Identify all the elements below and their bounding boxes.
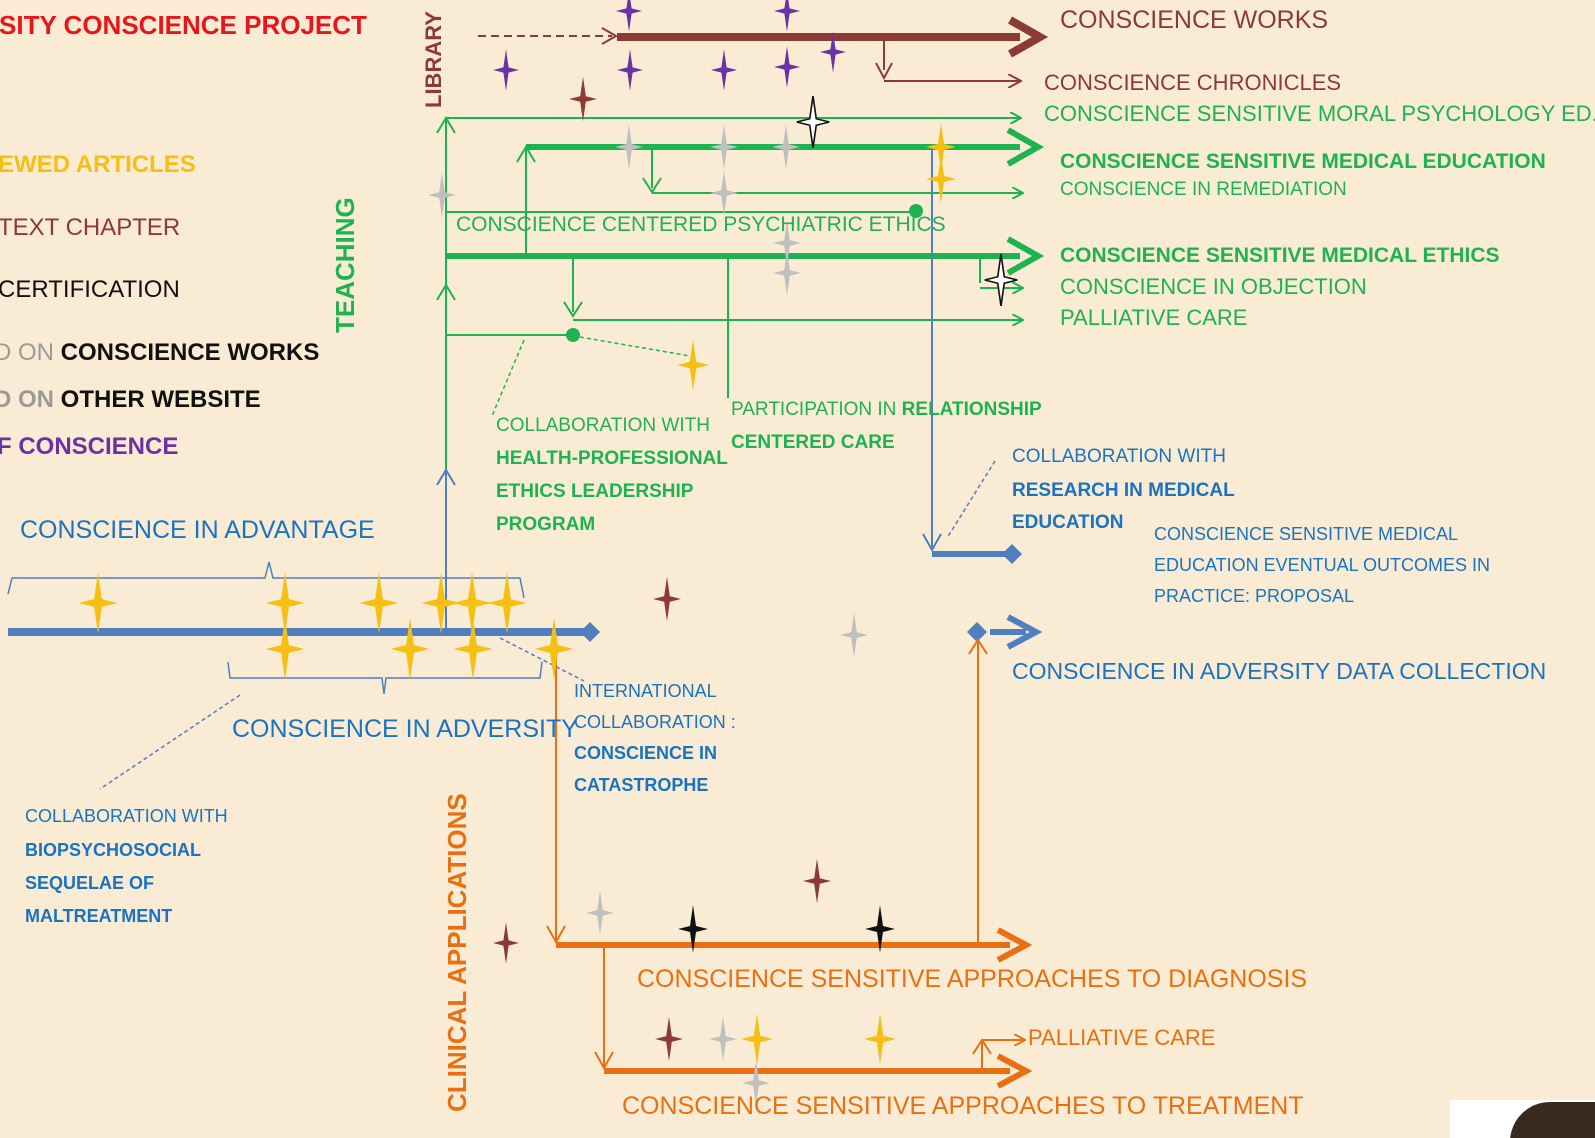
collab-hpel-line4: PROGRAM (496, 514, 596, 535)
clinical-palliative-care-label: PALLIATIVE CARE (1028, 1025, 1216, 1050)
legend-item-conscience-works-prefix: D ON (0, 339, 61, 366)
moral-psychology-label: CONSCIENCE SENSITIVE MORAL PSYCHOLOGY ED… (1044, 101, 1595, 126)
treatment-label: CONSCIENCE SENSITIVE APPROACHES TO TREAT… (622, 1092, 1304, 1120)
purple-stars (493, 0, 846, 91)
intl-line2: COLLABORATION : (574, 712, 736, 732)
corner-photo-fragment (1450, 1100, 1595, 1138)
gray-stars (428, 124, 868, 1106)
library-axis-label: LIBRARY (421, 11, 446, 108)
intl-line4: CATASTROPHE (574, 775, 709, 795)
teaching-palliative-care-label: PALLIATIVE CARE (1060, 305, 1248, 330)
data-collection-label: CONSCIENCE IN ADVERSITY DATA COLLECTION (1012, 658, 1547, 684)
legend-item-conscience-works-bold: CONSCIENCE WORKS (60, 339, 320, 366)
clinical-axis-label: CLINICAL APPLICATIONS (442, 793, 472, 1112)
collab-rme-line3: EDUCATION (1012, 512, 1124, 533)
rme-end-diamond (1002, 544, 1022, 564)
outcomes-line3: PRACTICE: PROPOSAL (1154, 586, 1355, 606)
legend-item-articles: EWED ARTICLES (0, 151, 196, 178)
outcomes-line2: EDUCATION EVENTUAL OUTCOMES IN (1154, 555, 1491, 575)
collab-bio-line3: SEQUELAE OF (25, 873, 155, 893)
outline-stars (795, 96, 1019, 306)
medical-ethics-label: CONSCIENCE SENSITIVE MEDICAL ETHICS (1060, 244, 1500, 267)
participation-line1-bold: RELATIONSHIP (901, 399, 1042, 420)
participation-line2: CENTERED CARE (731, 432, 895, 453)
clinical-lines (546, 638, 1033, 1089)
collab-bio-line2: BIOPSYCHOSOCIAL (25, 840, 202, 860)
collab-rme-line2: RESEARCH IN MEDICAL (1012, 480, 1235, 501)
collab-rme-line1: COLLABORATION WITH (1012, 446, 1226, 467)
legend-item-conscience: F CONSCIENCE (0, 435, 178, 459)
legend-item-other-website-bold: OTHER WEBSITE (60, 386, 261, 413)
participation-line1-prefix: PARTICIPATION IN (731, 399, 902, 420)
gold-stars (78, 123, 956, 1065)
advantage-end-diamond (580, 622, 600, 642)
legend-item-conscience-bold: CONSCIENCE (18, 433, 179, 460)
teaching-axis-label: TEACHING (330, 197, 360, 333)
legend-item-other-website-prefix: D ON (0, 386, 61, 413)
adversity-label: CONSCIENCE IN ADVERSITY (232, 715, 578, 743)
outcomes-line1: CONSCIENCE SENSITIVE MEDICAL (1154, 524, 1459, 544)
intl-line3: CONSCIENCE IN (574, 743, 718, 763)
intl-line1: INTERNATIONAL (574, 681, 717, 701)
advantage-label: CONSCIENCE IN ADVANTAGE (20, 516, 375, 544)
participation-line1: PARTICIPATION IN RELATIONSHIP (731, 400, 1042, 419)
legend-item-conscience-works: D ON CONSCIENCE WORKS (0, 341, 319, 365)
library-lines (478, 16, 1049, 81)
remediation-label: CONSCIENCE IN REMEDIATION (1060, 179, 1347, 200)
collab-hpel-line3: ETHICS LEADERSHIP (496, 481, 694, 502)
blue-lines (7, 147, 1043, 790)
collab-hpel-line2: HEALTH-PROFESSIONAL (496, 448, 728, 469)
collab-bio-line1: COLLABORATION WITH (25, 806, 228, 826)
conscience-works-label: CONSCIENCE WORKS (1060, 6, 1329, 34)
psych-ethics-dot (909, 204, 923, 218)
diagnosis-label: CONSCIENCE SENSITIVE APPROACHES TO DIAGN… (637, 965, 1308, 993)
objection-label: CONSCIENCE IN OBJECTION (1060, 274, 1367, 299)
conscience-chronicles-label: CONSCIENCE CHRONICLES (1044, 70, 1342, 95)
legend-title: SITY CONSCIENCE PROJECT (0, 10, 367, 40)
legend-item-chapter: TEXT CHAPTER (0, 214, 181, 241)
psychiatric-ethics-label: CONSCIENCE CENTERED PSYCHIATRIC ETHICS (456, 213, 946, 236)
collab-hpel-line1: COLLABORATION WITH (496, 415, 710, 436)
legend-item-certification: CERTIFICATION (0, 276, 180, 303)
collab-bio-line4: MALTREATMENT (25, 906, 173, 926)
data-collection-diamond (967, 622, 987, 642)
medical-education-label: CONSCIENCE SENSITIVE MEDICAL EDUCATION (1060, 150, 1546, 173)
legend-item-other-website: D ON OTHER WEBSITE (0, 388, 261, 412)
legend-item-conscience-prefix: F (0, 433, 12, 460)
hpel-dot (566, 328, 580, 342)
